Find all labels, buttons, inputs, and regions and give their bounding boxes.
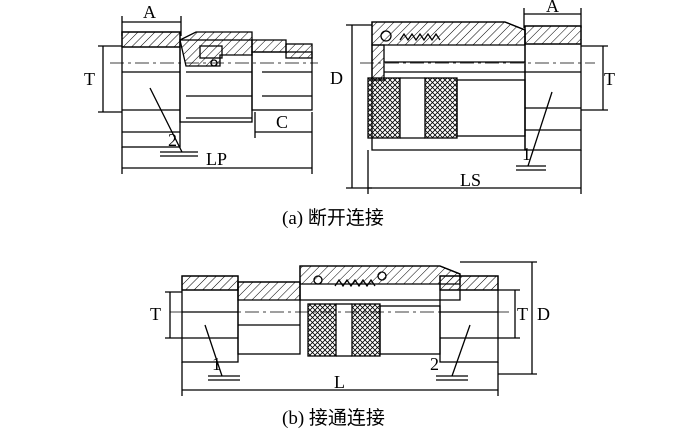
label-t-bottom-right: T <box>517 304 528 324</box>
label-d-bottom: D <box>537 304 550 324</box>
socket-drawing <box>346 8 608 194</box>
label-d-top: D <box>330 68 343 88</box>
label-1-top: 1 <box>522 144 531 164</box>
label-t-bottom-left: T <box>150 304 161 324</box>
label-t-left: T <box>84 69 95 89</box>
connected-drawing <box>165 261 537 396</box>
label-c: C <box>276 112 288 132</box>
label-l: L <box>334 372 345 392</box>
label-t-right: T <box>604 69 615 89</box>
plug-drawing <box>98 16 318 174</box>
caption-b: (b) 接通连接 <box>282 408 385 429</box>
label-a-right: A <box>546 0 559 16</box>
label-a-left: A <box>143 2 156 22</box>
label-2-top: 2 <box>168 130 177 150</box>
caption-a: (a) 断开连接 <box>282 208 384 229</box>
label-1-bottom: 1 <box>212 354 221 374</box>
label-ls: LS <box>460 170 481 190</box>
label-lp: LP <box>206 149 227 169</box>
label-2-bottom: 2 <box>430 354 439 374</box>
